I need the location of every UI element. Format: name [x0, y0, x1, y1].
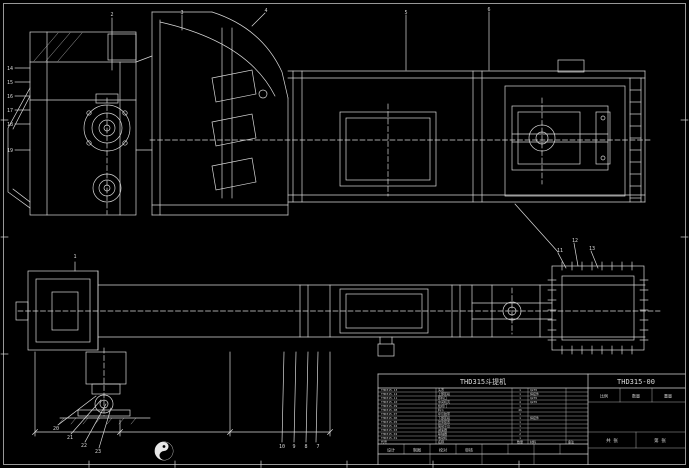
bom-qty: 1 — [519, 416, 521, 420]
balloon-4: 4 — [264, 8, 267, 14]
bom-qty: 46 — [518, 408, 522, 412]
balloon-21: 21 — [67, 435, 73, 441]
balloon-2: 2 — [110, 12, 113, 18]
bom-qty: 4 — [519, 400, 521, 404]
bom-qty: 1 — [519, 392, 521, 396]
weight-label: 重量 — [664, 393, 672, 399]
bom-code: THD315-06 — [381, 416, 397, 420]
bom-code: THD315-04 — [381, 424, 397, 428]
signature-label: 设计 — [387, 446, 395, 452]
signature-label: 校对 — [439, 446, 447, 452]
balloon-20: 20 — [53, 426, 59, 432]
bom-header-qty: 数量 — [517, 439, 523, 444]
bom-material: Q235 — [530, 388, 537, 392]
bom-name: 减速器 — [438, 427, 447, 432]
bom-material: 焊接件 — [530, 415, 539, 420]
balloon-17: 17 — [7, 108, 13, 114]
bom-name: 料斗 — [438, 407, 444, 412]
plan-view — [15, 265, 646, 357]
dimension-lines — [32, 351, 333, 437]
bom-code: THD315-05 — [381, 420, 397, 424]
signature-label: 制图 — [413, 446, 421, 452]
balloon-14: 14 — [7, 66, 13, 72]
sheet-total-label: 共 张 — [606, 437, 618, 444]
bom-header-name: 名称 — [438, 439, 444, 444]
balloon-18: 18 — [7, 122, 13, 128]
balloon-12: 12 — [572, 238, 578, 244]
balloon-9: 9 — [292, 444, 295, 450]
elevation-head-section — [135, 11, 289, 216]
bom-qty: 1 — [519, 436, 521, 440]
bom-name: 头罩 — [438, 387, 444, 392]
bom-qty: 1 — [519, 424, 521, 428]
balloon-19: 19 — [7, 148, 13, 154]
balloon-10: 10 — [279, 444, 285, 450]
bom-name: 卸料口 — [438, 395, 447, 400]
balloon-3: 3 — [180, 10, 183, 16]
sheet-frame — [0, 3, 689, 468]
elevation-drive-section — [504, 59, 646, 203]
bom-code: THD315-01 — [381, 436, 397, 440]
bom-material: Q235 — [530, 400, 537, 404]
balloon-15: 15 — [7, 80, 13, 86]
title-block-grid — [377, 373, 686, 465]
centerlines — [17, 97, 661, 417]
balloon-6: 6 — [487, 7, 490, 13]
balloon-16: 16 — [7, 94, 13, 100]
balloon-7: 7 — [316, 444, 319, 450]
qty-label: 数量 — [632, 393, 640, 399]
bom-code: THD315-07 — [381, 412, 397, 416]
bom-name: 检视门 — [438, 403, 447, 408]
balloon-5: 5 — [404, 10, 407, 16]
bom-qty: 1 — [519, 428, 521, 432]
signature-label: 审核 — [465, 446, 473, 452]
balloon-8: 8 — [304, 444, 307, 450]
bom-code: THD315-02 — [381, 432, 397, 436]
bom-name: 下部区段 — [438, 415, 450, 420]
elevation-boot-section — [7, 31, 137, 216]
bom-material: 焊接件 — [530, 391, 539, 396]
bom-code: THD315-13 — [381, 388, 397, 392]
drawing-title: THD315斗提机 — [460, 377, 506, 386]
bom-name: 联轴器 — [438, 431, 447, 436]
plan-flange-bolts — [547, 261, 649, 355]
bom-name: 牵引胶带 — [438, 411, 450, 416]
bom-header-material: 材料 — [530, 439, 536, 444]
balloon-13: 13 — [589, 246, 595, 252]
sheet-no-label: 第 张 — [654, 437, 666, 444]
balloon-22: 22 — [81, 443, 87, 449]
bom-code: THD315-10 — [381, 400, 397, 404]
balloon-1: 1 — [73, 254, 76, 260]
bom-code: THD315-11 — [381, 396, 397, 400]
bom-code: THD315-03 — [381, 428, 397, 432]
elevation-casing — [287, 70, 646, 203]
bom-code: THD315-08 — [381, 408, 397, 412]
bom-qty: 1 — [519, 420, 521, 424]
bom-name: 上部区段 — [438, 391, 450, 396]
bom-code: THD315-12 — [381, 392, 397, 396]
bom-header-note: 备注 — [568, 439, 574, 444]
bom-name: 中间机壳 — [438, 399, 450, 404]
logo-emblem — [154, 441, 174, 461]
bom-material: Q235 — [530, 396, 537, 400]
bom-header-code: 代号 — [381, 439, 387, 444]
bom-qty: 2 — [519, 432, 521, 436]
balloon-23: 23 — [95, 449, 101, 455]
bom-qty: 1 — [519, 404, 521, 408]
bom-qty: 1 — [519, 412, 521, 416]
bom-name: 电动机 — [438, 435, 447, 440]
scale-label: 比例 — [600, 393, 608, 399]
balloon-11: 11 — [557, 248, 563, 254]
bom-code: THD315-09 — [381, 404, 397, 408]
bom-qty: 1 — [519, 388, 521, 392]
leader-lines — [14, 11, 599, 449]
bom-name: 张紧装置 — [438, 419, 450, 424]
drawing-number: THD315-00 — [617, 378, 655, 386]
bom-qty: 1 — [519, 396, 521, 400]
motor-detail — [58, 351, 151, 425]
bom-name: 驱动平台 — [438, 423, 450, 428]
